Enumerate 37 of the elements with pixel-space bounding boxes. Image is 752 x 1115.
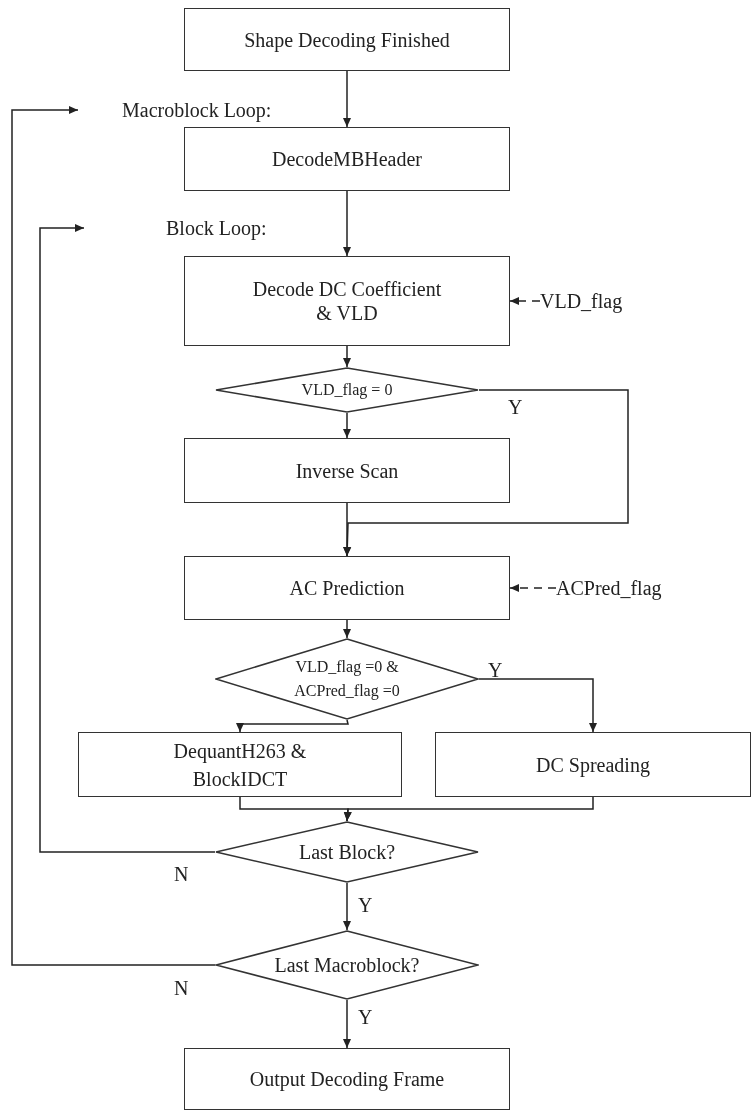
loop-label: VLD_flag — [540, 287, 640, 315]
dashed-arrow — [509, 297, 541, 305]
edge-label: N — [174, 978, 189, 998]
loop-label: ACPred_flag — [556, 574, 686, 602]
arrow — [343, 882, 351, 931]
process-box: AC Prediction — [184, 556, 510, 620]
decision-diamond: VLD_flag =0 & ACPred_flag =0 — [215, 638, 479, 720]
decision-diamond: VLD_flag = 0 — [215, 367, 479, 413]
edge-label: Y — [358, 1007, 373, 1027]
arrow — [39, 224, 216, 853]
dashed-arrow — [509, 584, 557, 592]
process-box: DecodeMBHeader — [184, 127, 510, 191]
process-box: Decode DC Coefficient & VLD — [184, 256, 510, 346]
process-box: Output Decoding Frame — [184, 1048, 510, 1110]
arrow — [343, 190, 351, 257]
process-box: DC Spreading — [435, 732, 751, 797]
decision-diamond: Last Block? — [215, 821, 479, 883]
arrow — [343, 345, 351, 368]
edge-label: Y — [488, 660, 503, 680]
process-box: Shape Decoding Finished — [184, 8, 510, 71]
arrow — [343, 502, 351, 557]
edge-label: Y — [358, 895, 373, 915]
arrow — [343, 796, 594, 822]
arrow — [343, 70, 351, 128]
arrow — [343, 412, 351, 439]
arrow — [343, 619, 351, 639]
arrow — [11, 106, 216, 966]
edge-label: N — [174, 864, 189, 884]
loop-label: Macroblock Loop: — [78, 96, 318, 124]
arrow — [478, 678, 597, 733]
process-box: DequantH263 & BlockIDCT — [78, 732, 402, 797]
edge-label: Y — [508, 397, 523, 417]
arrow — [236, 719, 349, 733]
decision-diamond: Last Macroblock? — [215, 930, 479, 1000]
process-box: Inverse Scan — [184, 438, 510, 503]
arrow — [343, 999, 351, 1049]
loop-label: Block Loop: — [84, 214, 304, 242]
